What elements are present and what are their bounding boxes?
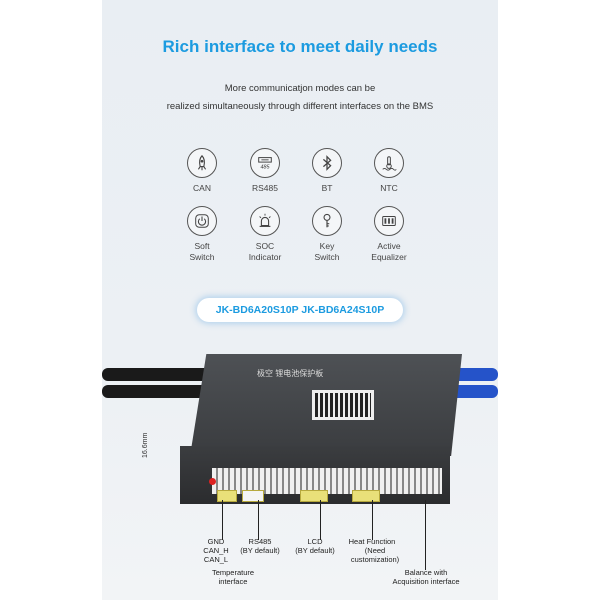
subtitle-line-1: More communicatjon modes can be: [224, 83, 376, 94]
black-cable: [102, 385, 207, 398]
thermometer-icon: [374, 148, 404, 178]
callout-line: [372, 500, 373, 540]
bms-board-illustration: 极空 锂电池保护板 16.6mm: [102, 340, 498, 540]
callout-line: [222, 500, 223, 540]
feature-label: BT: [321, 183, 333, 193]
rocket-icon: [187, 148, 217, 178]
can-l-label: CAN_L: [203, 555, 229, 564]
bluetooth-icon: [312, 148, 342, 178]
lcd-note: (BY default): [295, 546, 335, 555]
rs485-label: RS485: [248, 537, 272, 546]
callout-line: [258, 500, 259, 540]
qr-code: [312, 390, 374, 420]
can-h-label: CAN_H: [203, 546, 229, 555]
rs485-connector: [242, 490, 264, 502]
can-connector: [217, 490, 237, 502]
lcd-label: LCD: [307, 537, 323, 546]
status-led: [209, 478, 216, 485]
key-icon: [312, 206, 342, 236]
heat-function-label: Heat Function: [348, 537, 396, 546]
callout-line: [320, 500, 321, 540]
temperature-interface-label: Temperature interface: [211, 568, 255, 586]
heat-note: (Need customization): [350, 546, 400, 564]
rs485-note: (BY default): [240, 546, 280, 555]
feature-label: NTC: [380, 183, 398, 193]
feature-bt: BT: [297, 148, 357, 194]
thickness-dimension: 16.6mm: [142, 432, 149, 458]
callout-line: [425, 500, 426, 570]
brand-logo: 极空 锂电池保护板: [257, 369, 324, 378]
heat-connector: [352, 490, 380, 502]
gnd-label: GND: [207, 537, 225, 546]
feature-label: RS485: [252, 183, 278, 193]
balance-interface-label: Balance with Acquisition interface: [392, 568, 460, 586]
balance-pin-header: [212, 468, 442, 494]
battery-balance-icon: [374, 206, 404, 236]
subtitle-line-2: realized simultaneously through differen…: [166, 101, 434, 112]
black-cable: [102, 368, 212, 381]
alarm-light-icon: [250, 206, 280, 236]
model-name-badge: JK-BD6A20S10P JK-BD6A24S10P: [197, 298, 403, 322]
feature-ntc: NTC: [359, 148, 419, 194]
page-title: Rich interface to meet daily needs: [162, 37, 438, 56]
feature-can: CAN: [172, 148, 232, 194]
lcd-connector: [300, 490, 328, 502]
svg-text:485: 485: [261, 164, 270, 170]
rs485-icon: 485: [250, 148, 280, 178]
feature-rs485: 485 RS485: [235, 148, 295, 194]
power-icon: [187, 206, 217, 236]
feature-label: CAN: [193, 183, 211, 193]
